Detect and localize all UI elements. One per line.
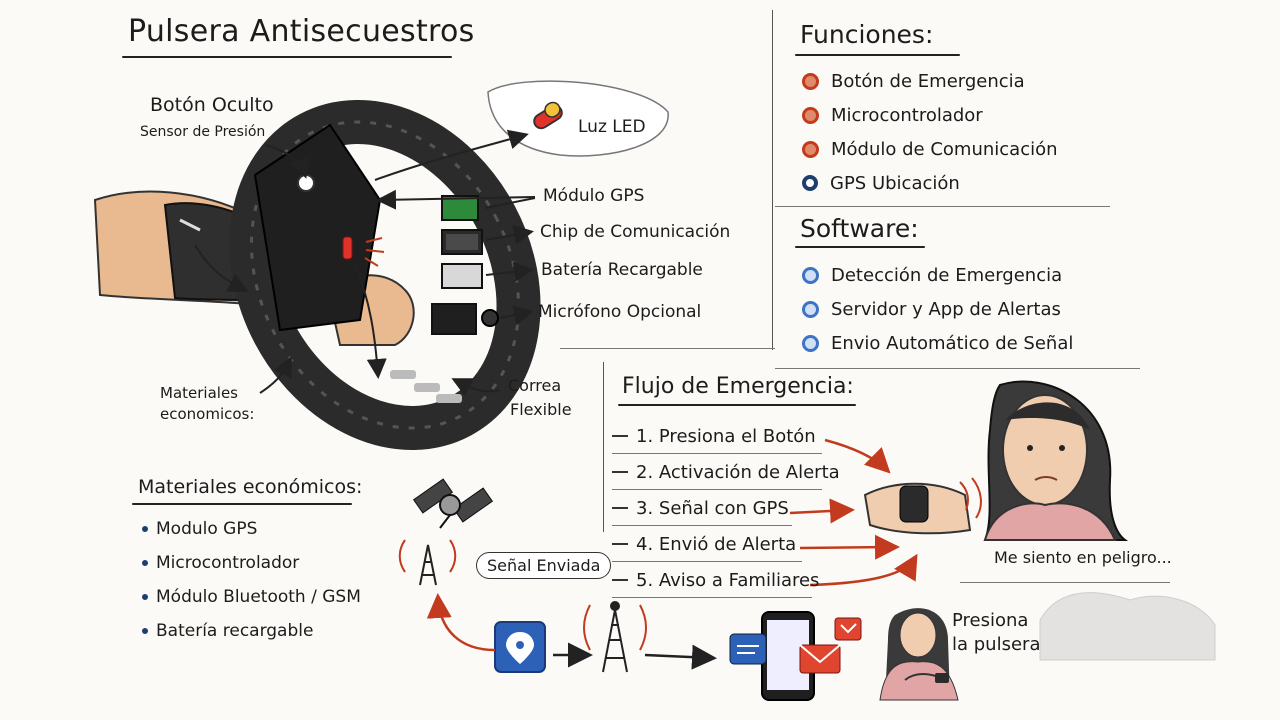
- map-pin-icon: [494, 621, 546, 673]
- divider-right-mid: [775, 368, 1140, 369]
- bullet-icon: [142, 594, 148, 600]
- flow-step-line: [612, 597, 812, 598]
- components-stack: [431, 195, 499, 335]
- function-item: Módulo de Comunicación: [802, 132, 1058, 166]
- flow-step: 4. Envió de Alerta: [612, 526, 840, 562]
- bullet-icon: [802, 266, 819, 284]
- divider-left-mid: [560, 348, 775, 349]
- trees-sketch: [1039, 592, 1216, 661]
- comm-chip-label: Chip de Comunicación: [540, 222, 731, 242]
- software-underline: [795, 246, 925, 248]
- gps-module-label: Módulo GPS: [543, 186, 645, 206]
- software-list: Detección de Emergencia Servidor y App d…: [802, 258, 1073, 360]
- flow-step: 1. Presiona el Botón: [612, 418, 840, 454]
- material-item: Modulo GPS: [142, 512, 361, 546]
- flow-step-line: [612, 525, 792, 526]
- materials-callout-line2: economicos:: [160, 405, 255, 423]
- flow-step: 5. Aviso a Familiares: [612, 562, 840, 598]
- microphone-label: Micrófono Opcional: [538, 302, 702, 322]
- software-item: Envio Automático de Señal: [802, 326, 1073, 360]
- function-item: GPS Ubicación: [802, 166, 1058, 200]
- materials-underline: [132, 503, 352, 505]
- materials-list: Modulo GPS Microcontrolador Módulo Bluet…: [142, 512, 361, 648]
- band-ring: [229, 100, 541, 450]
- bullet-icon: [802, 72, 819, 90]
- flow-step: 2. Activación de Alerta: [612, 454, 840, 490]
- page-title: Pulsera Antisecuestros: [128, 14, 475, 49]
- bullet-icon: [142, 526, 148, 532]
- caption-divider: [960, 582, 1170, 583]
- software-heading: Software:: [800, 214, 919, 243]
- hidden-button-label: Botón Oculto: [150, 94, 274, 116]
- flow-heading: Flujo de Emergencia:: [622, 374, 854, 399]
- bullet-icon: [142, 628, 148, 634]
- bullet-icon: [802, 106, 819, 124]
- arrow-icon: [612, 543, 628, 545]
- bullet-icon: [802, 300, 819, 318]
- divider-flow-left: [603, 362, 604, 532]
- flow-underline: [618, 404, 856, 406]
- bullet-icon: [802, 175, 818, 191]
- band-module: [253, 123, 385, 332]
- arrow-icon: [612, 507, 628, 509]
- strap-label-line2: Flexible: [510, 400, 572, 419]
- functions-underline: [795, 54, 960, 56]
- pressure-sensor-label: Sensor de Presión: [140, 124, 266, 140]
- title-underline: [122, 56, 452, 58]
- arrow-icon: [612, 435, 628, 437]
- small-woman-illustration: [879, 608, 959, 701]
- woman-caption: Me siento en peligro...: [994, 548, 1172, 567]
- materials-heading: Materiales económicos:: [138, 476, 363, 498]
- press-caption-line1: Presiona: [952, 610, 1029, 631]
- callout-arrows: [194, 129, 536, 397]
- phone-icon: [729, 611, 862, 701]
- press-caption-line2: la pulsera: [952, 634, 1041, 655]
- material-item: Módulo Bluetooth / GSM: [142, 580, 361, 614]
- function-item: Microcontrolador: [802, 98, 1058, 132]
- material-item: Batería recargable: [142, 614, 361, 648]
- strap-label-line1: Correa: [508, 376, 562, 395]
- arrow-icon: [612, 579, 628, 581]
- flow-steps-list: 1. Presiona el Botón 2. Activación de Al…: [612, 418, 840, 598]
- tower-middle: [583, 601, 647, 673]
- flow-step: 3. Señal con GPS: [612, 490, 840, 526]
- bullet-icon: [802, 334, 819, 352]
- arrow-icon: [612, 471, 628, 473]
- materials-callout-line1: Materiales: [160, 384, 238, 402]
- woman-illustration: [863, 380, 1129, 541]
- divider-vertical-top: [772, 10, 773, 350]
- functions-heading: Funciones:: [800, 20, 934, 49]
- function-item: Botón de Emergencia: [802, 64, 1058, 98]
- led-icon: [487, 80, 669, 157]
- satellite-illustration: [412, 478, 494, 529]
- software-item: Servidor y App de Alertas: [802, 292, 1073, 326]
- functions-list: Botón de Emergencia Microcontrolador Mód…: [802, 64, 1058, 200]
- flow-step-line: [612, 561, 802, 562]
- tower-left: [398, 539, 457, 586]
- software-item: Detección de Emergencia: [802, 258, 1073, 292]
- material-item: Microcontrolador: [142, 546, 361, 580]
- flow-step-line: [612, 489, 822, 490]
- flow-arrows: [789, 438, 918, 587]
- bullet-icon: [142, 560, 148, 566]
- bullet-icon: [802, 140, 819, 158]
- battery-label: Batería Recargable: [541, 260, 703, 280]
- flow-step-line: [612, 453, 822, 454]
- signal-sent-label: Señal Enviada: [476, 552, 612, 579]
- led-label: Luz LED: [578, 117, 646, 137]
- divider-functions-software: [775, 206, 1110, 207]
